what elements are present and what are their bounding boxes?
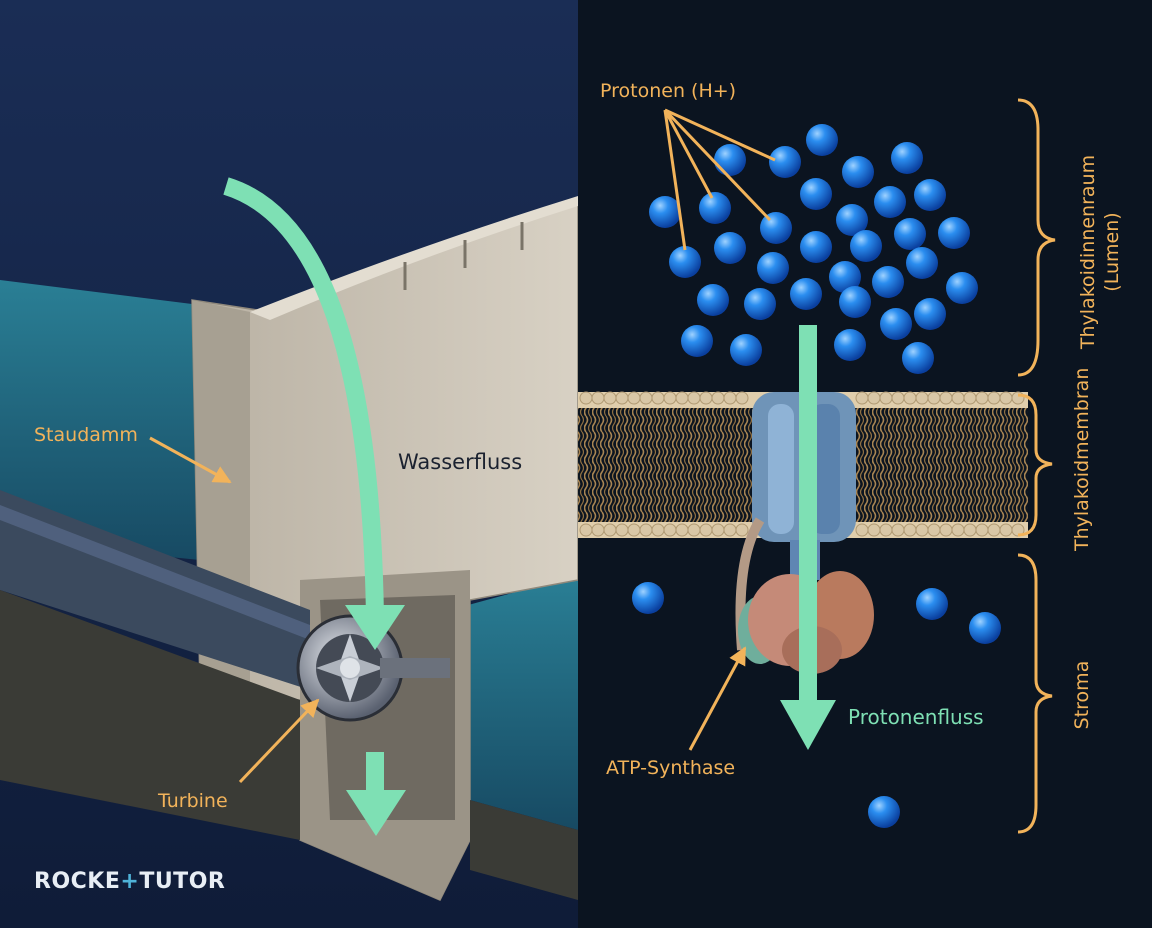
- proton-icon: [829, 261, 861, 293]
- brace-icon-lumen: [1017, 98, 1056, 377]
- lumen-label-line2: (Lumen): [1101, 212, 1123, 292]
- lumen-label-line1: Thylakoidinnenraum: [1077, 154, 1099, 350]
- proton-icon: [868, 796, 900, 828]
- proton-icon: [914, 179, 946, 211]
- reservoir-water: [0, 280, 578, 830]
- brace-icon-stroma: [1017, 553, 1053, 834]
- stroma-label: Stroma: [1071, 660, 1093, 730]
- dam-label: Staudamm: [34, 424, 138, 446]
- proton-icon: [757, 252, 789, 284]
- proton-icon: [760, 212, 792, 244]
- proton-icon: [632, 582, 664, 614]
- proton-icon: [946, 272, 978, 304]
- atp-pointer-arrow: [688, 646, 747, 751]
- proton-icon: [880, 308, 912, 340]
- membrane-label: Thylakoidmembran: [1071, 367, 1093, 551]
- proton-icon: [769, 146, 801, 178]
- lumen-label: Thylakoidinnenraum (Lumen): [1076, 152, 1124, 352]
- proton-icon: [906, 247, 938, 279]
- water-flow-arrow: [223, 177, 406, 836]
- rockettutor-logo: ROCKE+TUTOR: [34, 869, 226, 894]
- proton-icon: [699, 192, 731, 224]
- dam-pointer-arrow: [149, 436, 232, 484]
- proton-icon: [714, 144, 746, 176]
- proton-icon: [806, 124, 838, 156]
- proton-icon: [969, 612, 1001, 644]
- dam-icon: [0, 196, 579, 901]
- proton-icon: [842, 156, 874, 188]
- proton-icon: [681, 325, 713, 357]
- proton-icon: [714, 232, 746, 264]
- protons-label: Protonen (H+): [600, 80, 737, 102]
- proton-flow-arrow: [780, 325, 836, 750]
- proton-icon: [697, 284, 729, 316]
- proton-icon: [894, 218, 926, 250]
- proton-icon: [790, 278, 822, 310]
- water-flow-label: Wasserfluss: [398, 450, 523, 474]
- turbine-pointer-arrow: [238, 698, 320, 784]
- proton-icon: [902, 342, 934, 374]
- brace-icon-membrane: [1017, 393, 1053, 537]
- proton-icon: [891, 142, 923, 174]
- proton-icon: [850, 230, 882, 262]
- proton-icon: [800, 231, 832, 263]
- brace-icons: [1017, 98, 1056, 834]
- atp-synthase-label: ATP-Synthase: [606, 757, 736, 779]
- proton-flow-label: Protonenfluss: [848, 705, 984, 729]
- proton-icon: [800, 178, 832, 210]
- proton-pointer-lines: [663, 108, 776, 251]
- proton-icon: [730, 334, 762, 366]
- proton-icon: [874, 186, 906, 218]
- proton-icon: [669, 246, 701, 278]
- proton-icon: [938, 217, 970, 249]
- proton-icon: [872, 266, 904, 298]
- proton-icon: [914, 298, 946, 330]
- proton-cluster: [632, 124, 1001, 828]
- proton-icon: [649, 196, 681, 228]
- proton-icon: [916, 588, 948, 620]
- proton-icon: [836, 204, 868, 236]
- proton-icon: [744, 288, 776, 320]
- proton-icon: [839, 286, 871, 318]
- proton-icon: [834, 329, 866, 361]
- turbine-label: Turbine: [158, 790, 228, 812]
